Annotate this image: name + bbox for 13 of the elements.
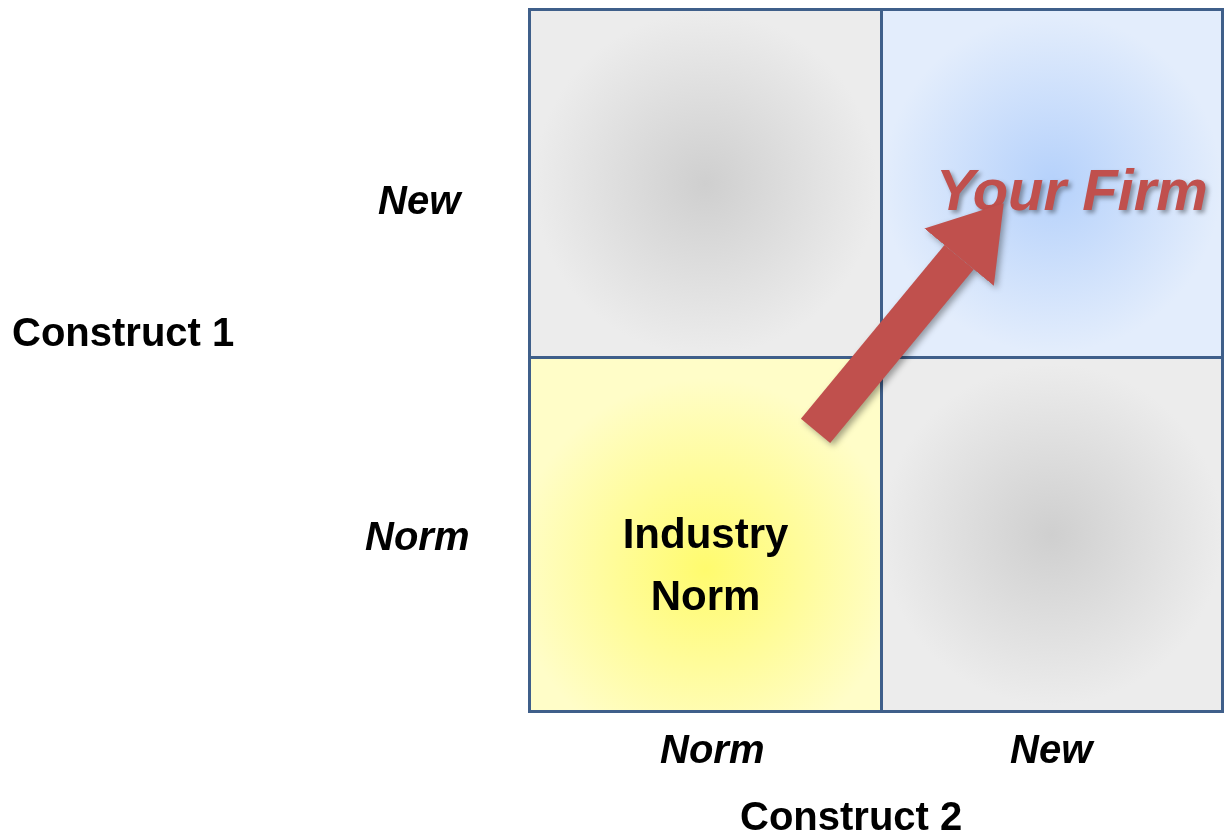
axis-title: Construct 1 xyxy=(12,310,235,355)
quadrant-cell xyxy=(880,8,1224,359)
quadrant-cell xyxy=(528,356,883,713)
quadrant-label: Your Firm xyxy=(936,156,1208,223)
quadrant-cell xyxy=(528,8,883,359)
axis-value-label: Norm xyxy=(365,514,470,559)
axis-value-label: New xyxy=(1010,727,1093,772)
quadrant-cell xyxy=(880,356,1224,713)
axis-value-label: Norm xyxy=(660,727,765,772)
axis-title: Construct 2 xyxy=(740,794,963,839)
quadrant-label: Industry Norm xyxy=(621,508,790,621)
axis-value-label: New xyxy=(378,178,461,223)
arrow xyxy=(800,203,1004,444)
